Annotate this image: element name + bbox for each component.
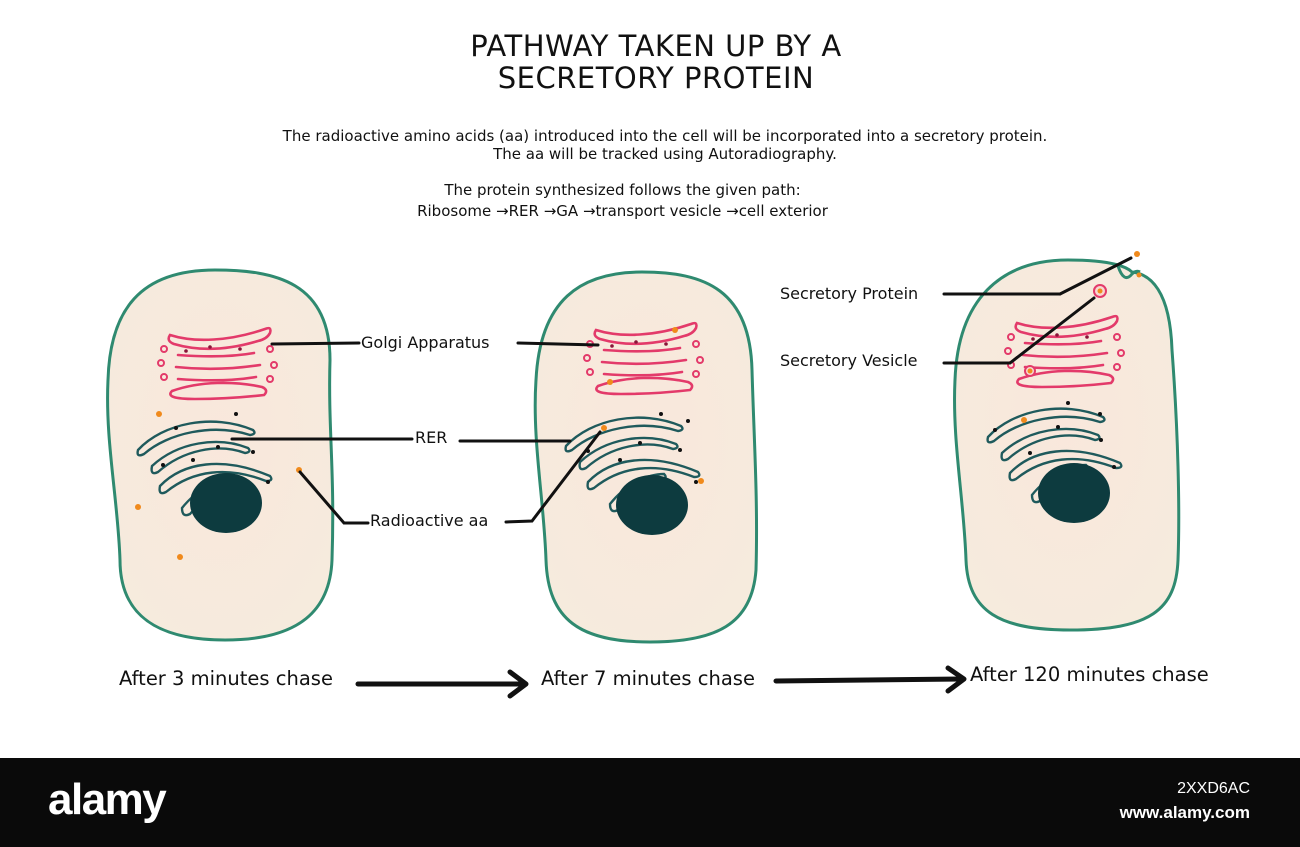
pathway-step: cell exterior [738, 202, 828, 220]
description: The radioactive amino acids (aa) introdu… [0, 127, 1300, 163]
cell-membrane [533, 270, 759, 644]
label-leader-lines [230, 256, 1133, 525]
description-line-2: The aa will be tracked using Autoradiogr… [493, 145, 837, 163]
pathway-step: transport vesicle [595, 202, 722, 220]
pathway-arrow: → [582, 202, 596, 220]
description-line-1: The radioactive amino acids (aa) introdu… [282, 127, 1048, 145]
pathway-arrow: → [543, 202, 557, 220]
nucleus [190, 473, 262, 533]
watermark-footer: alamy 2XXD6AC www.alamy.com [0, 758, 1300, 847]
stage-label-3-minutes: After 3 minutes chase [119, 667, 333, 690]
pathway-step: GA [556, 202, 579, 220]
ribosome-dots [586, 412, 698, 484]
cell-120-minutes [953, 251, 1181, 632]
ribosome-dots [993, 401, 1116, 469]
label-secretory-protein: Secretory Protein [780, 284, 919, 303]
pathway-step: Ribosome [417, 202, 492, 220]
exocytosis-pit [1116, 265, 1141, 280]
nucleus [1038, 463, 1110, 523]
cell-7-minutes [533, 270, 759, 644]
stage-label-120-minutes: After 120 minutes chase [970, 663, 1209, 686]
label-golgi-apparatus: Golgi Apparatus [361, 333, 490, 352]
radioactive-aa-dots [1021, 251, 1142, 423]
label-secretory-vesicle: Secretory Vesicle [780, 351, 918, 370]
cell-3-minutes [106, 268, 335, 642]
stage-label-7-minutes: After 7 minutes chase [541, 667, 755, 690]
pathway-intro: The protein synthesized follows the give… [444, 181, 801, 199]
brand-logo: alamy [48, 775, 167, 824]
nucleus [616, 475, 688, 535]
pathway-arrow: → [726, 202, 739, 220]
radioactive-aa-dots [135, 411, 302, 560]
label-radioactive-aa: Radioactive aa [370, 511, 489, 530]
pathway-step: RER [508, 202, 539, 220]
site-url: www.alamy.com [1119, 803, 1250, 822]
cell-membrane [953, 258, 1181, 632]
label-rer: RER [415, 428, 448, 447]
title-line-2: SECRETORY PROTEIN [497, 61, 815, 95]
stage-arrows [355, 665, 967, 699]
pathway-arrow: → [496, 202, 509, 220]
pathway-text: The protein synthesized follows the give… [0, 180, 1245, 222]
pathway-steps: Ribosome →RER →GA →transport vesicle →ce… [0, 201, 1245, 222]
image-id: 2XXD6AC [1177, 780, 1250, 797]
diagram-title: PATHWAY TAKEN UP BY A SECRETORY PROTEIN [0, 30, 1300, 94]
ribosome-dots [161, 412, 270, 484]
secretory-vesicles [1024, 284, 1107, 377]
cell-diagram [106, 251, 1181, 699]
title-line-1: PATHWAY TAKEN UP BY A [470, 29, 842, 63]
radioactive-aa-dots [601, 327, 704, 484]
